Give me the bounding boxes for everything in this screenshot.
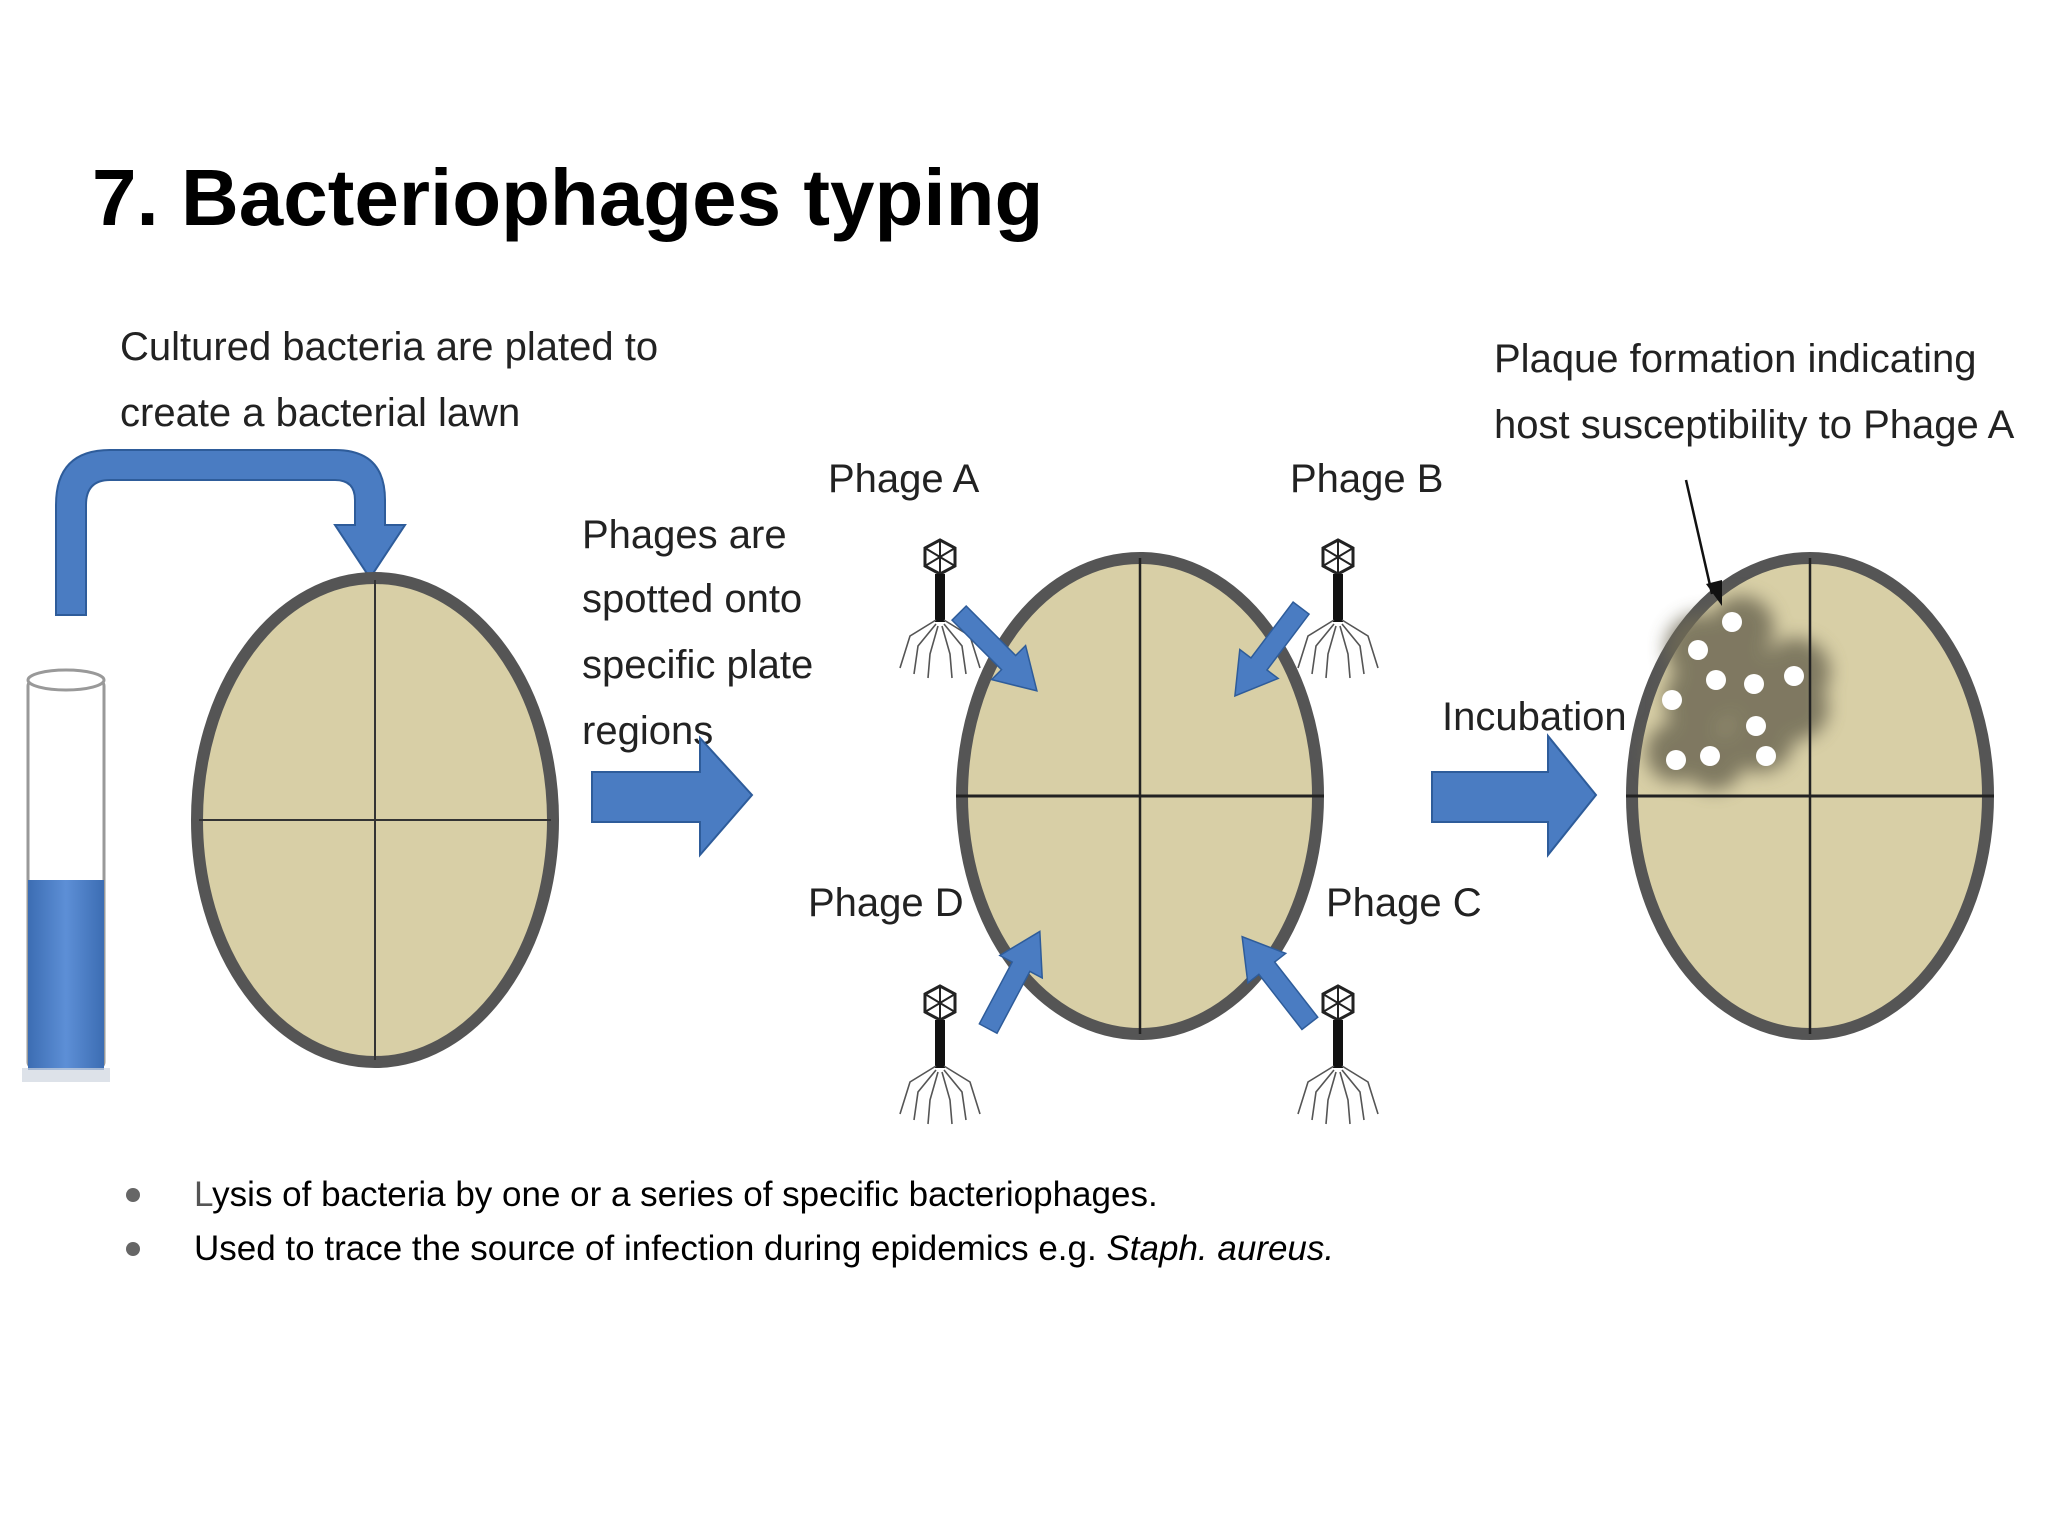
- transfer-arrow: [55, 449, 407, 616]
- plaques: [1662, 612, 1804, 770]
- bullet-text-italic: Staph. aureus.: [1106, 1229, 1335, 1268]
- bullet-text-initial: L: [194, 1175, 213, 1214]
- phage-a-arrow: [950, 604, 1038, 692]
- bullet-item: Used to trace the source of infection du…: [118, 1222, 1334, 1276]
- bullet-item: Lysis of bacteria by one or a series of …: [118, 1168, 1334, 1222]
- phage-a-label: Phage A: [828, 457, 980, 501]
- phage-b-icon: [1296, 538, 1380, 680]
- phage-d-arrow: [978, 930, 1044, 1035]
- phage-b-label: Phage B: [1290, 457, 1443, 501]
- bullet-text: ysis of bacteria by one or a series of s…: [212, 1175, 1158, 1214]
- plate-bacterial-lawn: [191, 572, 559, 1068]
- label-plaque: Plaque formation indicating host suscept…: [1494, 337, 2015, 447]
- plate-plaques: [1626, 552, 1994, 1040]
- label-spotting: Phages are spotted onto specific plate r…: [582, 513, 824, 753]
- phage-c-arrow: [1241, 935, 1319, 1031]
- spotting-arrow: [591, 735, 754, 858]
- phage-d-icon: [898, 984, 982, 1126]
- bullet-dot-icon: [126, 1242, 140, 1256]
- bullet-text: Used to trace the source of infection du…: [194, 1229, 1107, 1268]
- plate-spotted: [956, 552, 1324, 1040]
- label-culture: Cultured bacteria are plated to create a…: [120, 325, 669, 435]
- bacteriophage-typing-diagram: Cultured bacteria are plated to create a…: [22, 325, 2015, 1126]
- bullet-dot-icon: [126, 1188, 140, 1202]
- plaque-pointer: [1684, 479, 1722, 606]
- label-incubation: Incubation: [1442, 695, 1627, 739]
- incubation-arrow: [1431, 733, 1598, 858]
- phage-c-label: Phage C: [1326, 881, 1482, 925]
- phage-b-arrow: [1234, 601, 1311, 698]
- page-title: 7. Bacteriophages typing: [92, 153, 1044, 242]
- bullet-list: Lysis of bacteria by one or a series of …: [118, 1168, 1334, 1276]
- phage-d-label: Phage D: [808, 881, 964, 925]
- test-tube: [22, 668, 110, 1082]
